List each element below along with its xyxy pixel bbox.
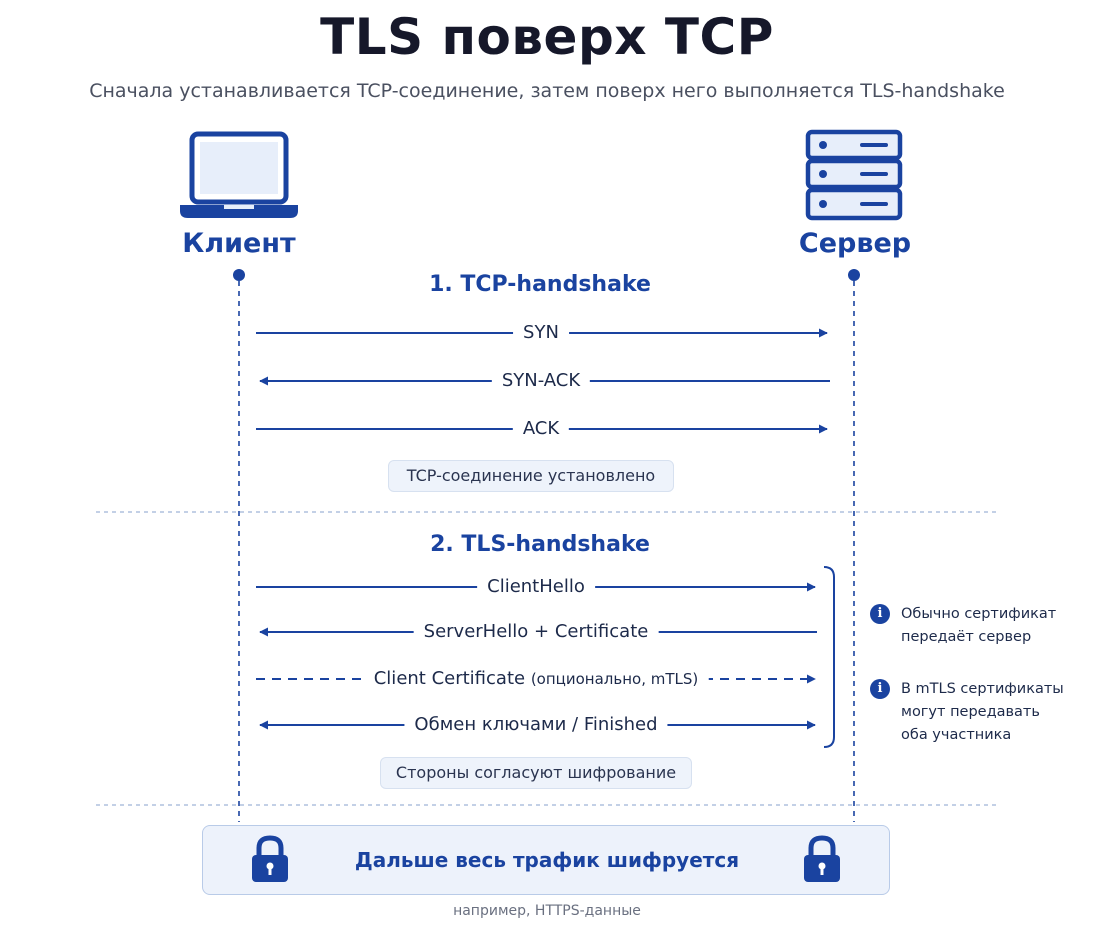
info-icon: i xyxy=(870,679,890,699)
tls-bracket xyxy=(823,566,835,748)
tls-section-title: 2. TLS-handshake xyxy=(430,532,650,557)
key-exchange-label: Обмен ключами / Finished xyxy=(404,714,668,736)
server-label: Сервер xyxy=(798,228,912,259)
encrypted-traffic-label: Дальше весь трафик шифруется xyxy=(0,848,1094,872)
page-title: TLS поверх TCP xyxy=(320,8,774,66)
padlock-icon xyxy=(252,835,288,882)
server-hello-label: ServerHello + Certificate xyxy=(413,621,659,643)
note-server-certificate: Обычно сертификат передаёт сервер xyxy=(901,606,1057,645)
tls-result-badge: Стороны согласуют шифрование xyxy=(380,757,692,789)
page-subtitle: Сначала устанавливается TCP-соединение, … xyxy=(89,80,1005,102)
client-hello-label: ClientHello xyxy=(477,576,595,598)
ack-label: ACK xyxy=(512,418,570,440)
syn-ack-label: SYN-ACK xyxy=(491,370,591,392)
client-label: Клиент xyxy=(182,228,296,259)
client-certificate-label: Client Certificate (опционально, mTLS) xyxy=(363,668,709,690)
laptop-icon xyxy=(180,131,298,218)
padlock-icon xyxy=(804,835,840,882)
encrypted-traffic-footnote: например, HTTPS-данные xyxy=(453,903,641,919)
note-mtls-certificates: В mTLS сертификаты могут передавать оба … xyxy=(901,681,1064,743)
server-rack-icon xyxy=(805,129,903,221)
syn-label: SYN xyxy=(513,322,569,344)
client-lifeline-dot xyxy=(233,269,245,281)
tcp-result-badge: TCP-соединение установлено xyxy=(388,460,674,492)
server-lifeline-dot xyxy=(848,269,860,281)
tcp-section-title: 1. TCP-handshake xyxy=(429,272,651,297)
info-icon: i xyxy=(870,604,890,624)
